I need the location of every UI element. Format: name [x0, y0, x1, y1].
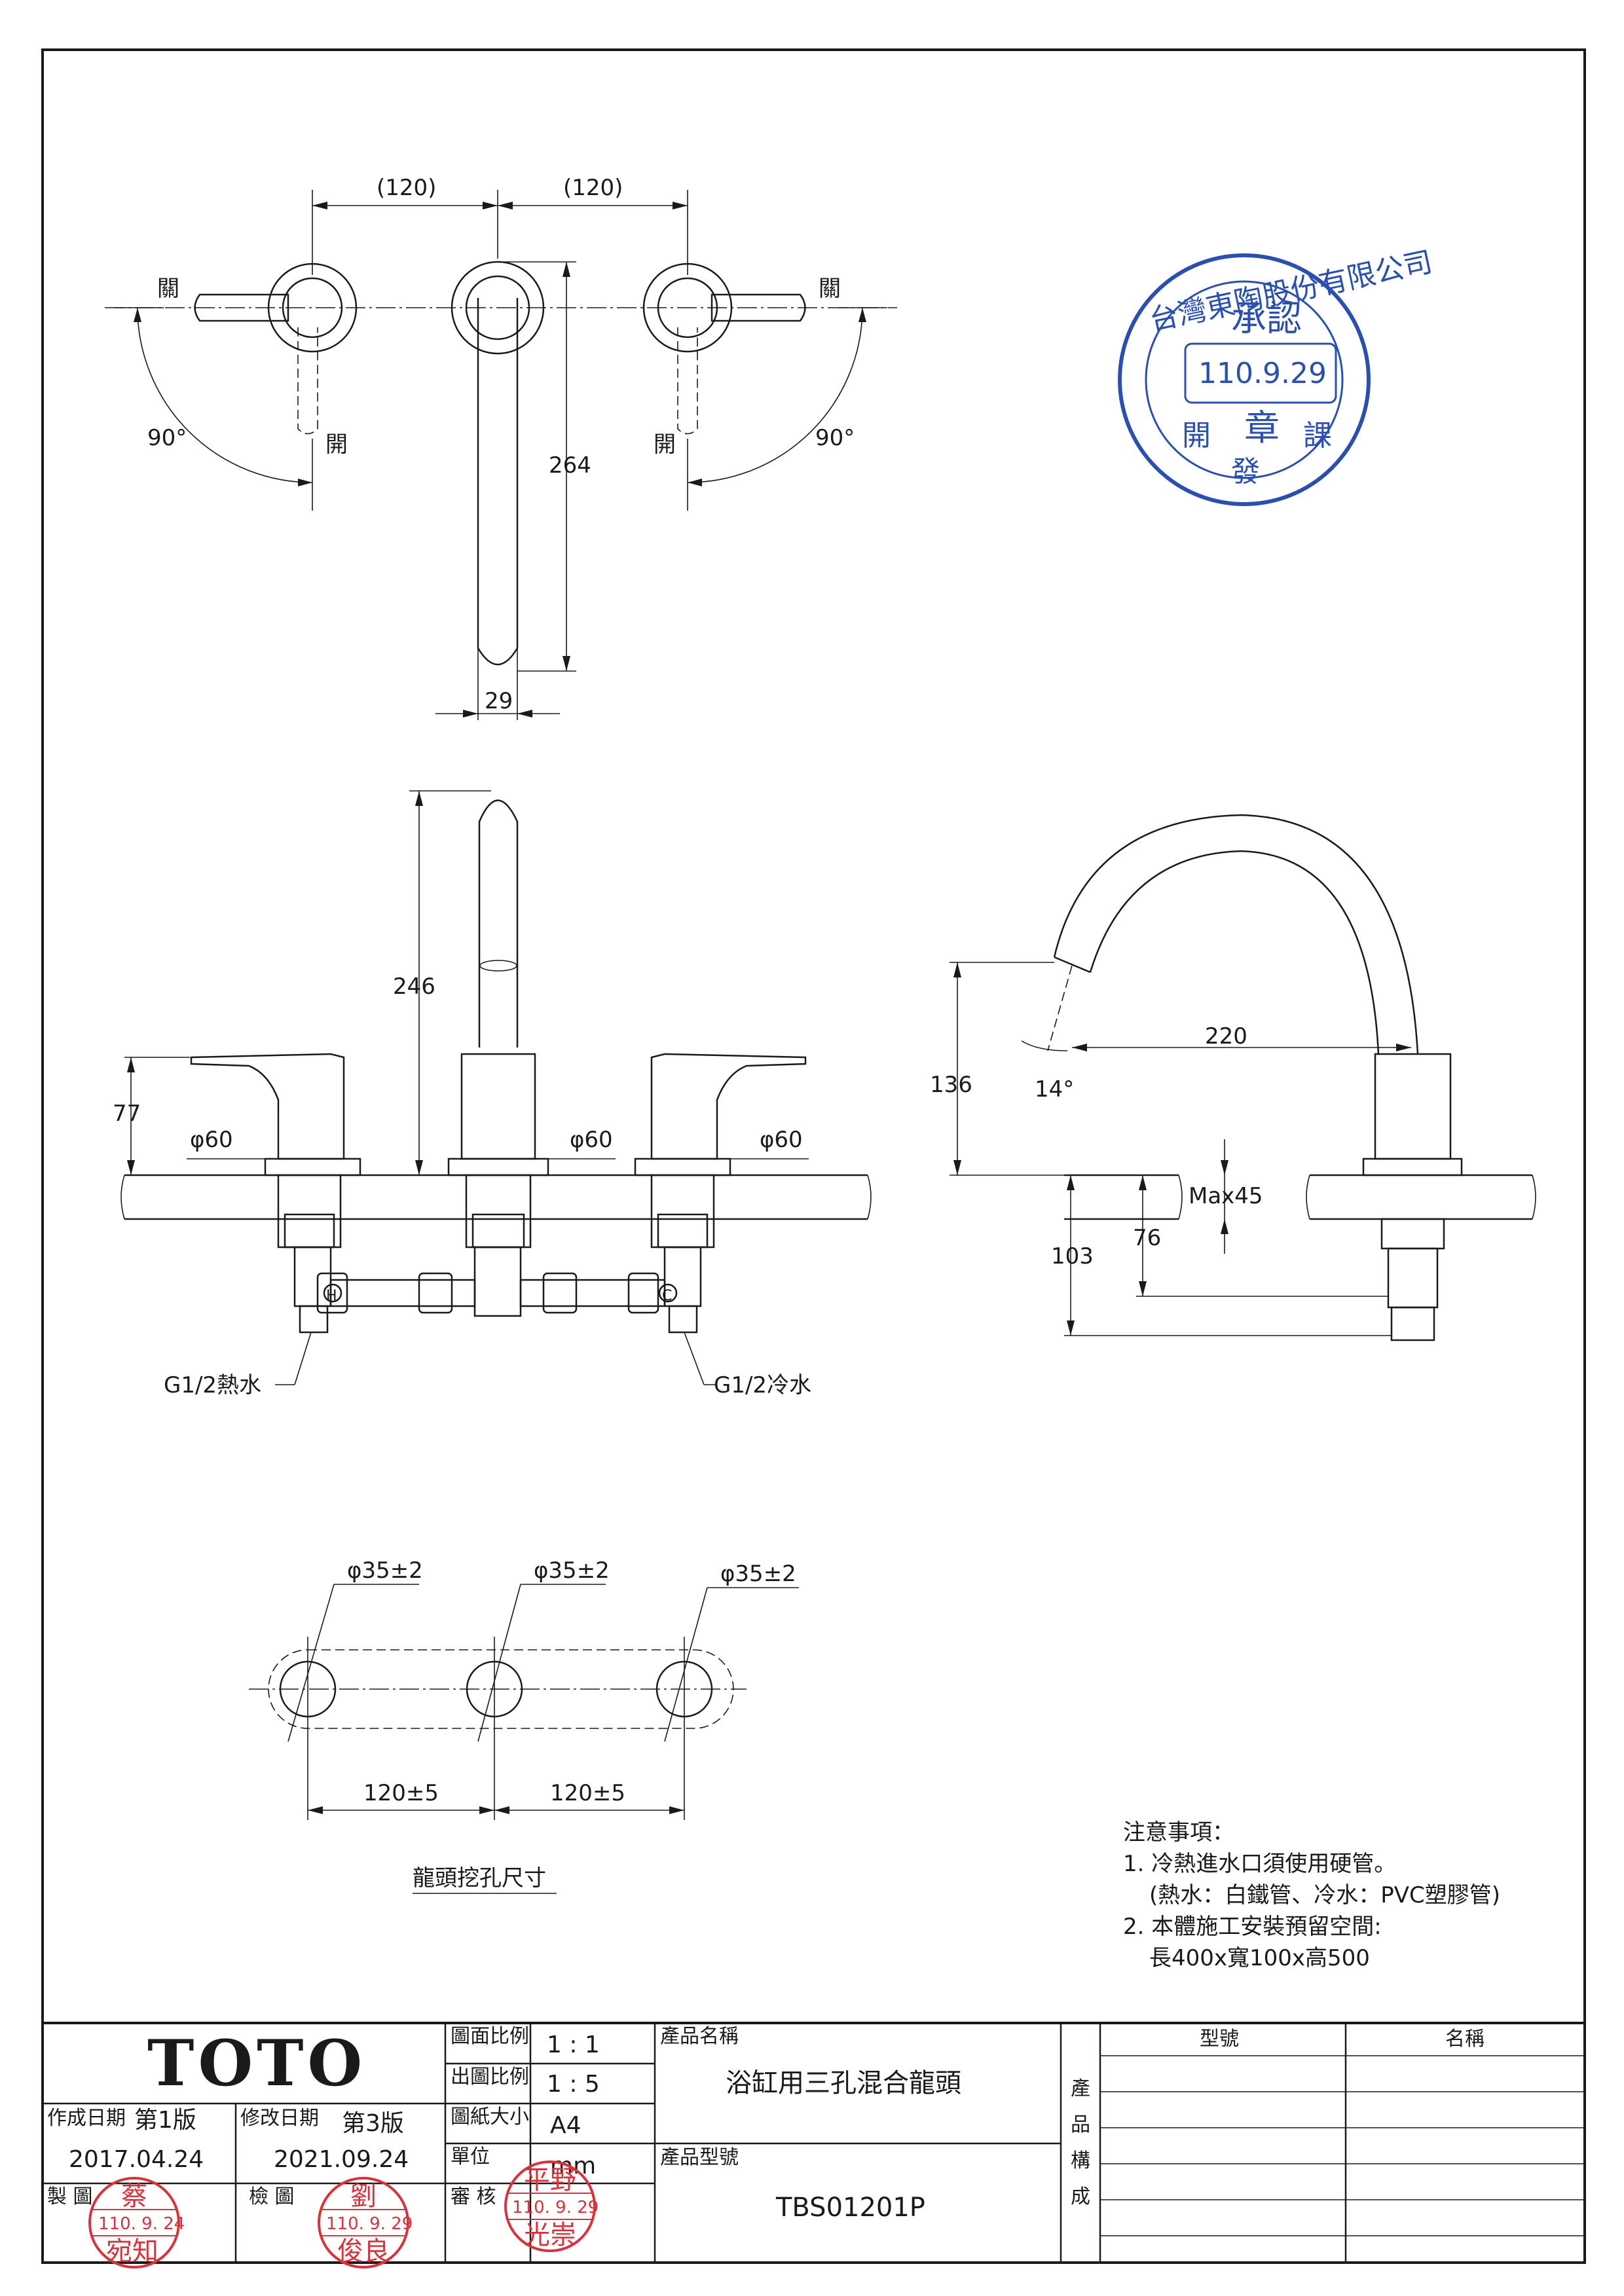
stamp-date: 110.9.29: [1198, 357, 1327, 390]
dim-hole-spacing-2: 120±5: [550, 1780, 625, 1806]
dim-hole-dia-3: φ35±2: [720, 1561, 796, 1587]
notes-line-4: 長400x寬100x高500: [1149, 1945, 1370, 1971]
dim-spout-height-front: 246: [393, 974, 435, 1000]
label-close-left: 關: [157, 276, 179, 302]
paper-label: 圖紙大小: [451, 2105, 529, 2128]
dim-top-left: (120): [377, 175, 436, 201]
dim-hole-dia-1: φ35±2: [347, 1558, 423, 1584]
seal-drawn-bottom: 宛知: [106, 2236, 158, 2267]
sheet-border: [41, 48, 1586, 2264]
seal-checked: 劉 110. 9. 29 俊良: [318, 2177, 413, 2269]
modified-label: 修改日期: [240, 2107, 319, 2130]
created-label: 作成日期: [47, 2107, 126, 2130]
dim-angle-left: 90°: [147, 425, 187, 451]
drawn-label: 製 圖: [47, 2185, 93, 2208]
seal-drawn-date: 110. 9. 24: [98, 2214, 185, 2234]
notes-line-2: (熱水：白鐵管、冷水：PVC塑膠管): [1149, 1882, 1500, 1908]
dim-handle-height: 77: [113, 1101, 141, 1127]
checked-label: 檢 圖: [249, 2185, 295, 2208]
output-scale-value: 1 : 5: [547, 2071, 600, 2098]
label-hot-inlet: G1/2熱水: [164, 1372, 261, 1398]
stamp-dept-left: 開: [1182, 419, 1211, 452]
seal-drawn-top: 蔡: [121, 2181, 147, 2212]
notes-line-3: 2. 本體施工安裝預留空間:: [1123, 1914, 1382, 1940]
seal-checked-date: 110. 9. 29: [326, 2214, 413, 2234]
model-column-header: 型號: [1200, 2028, 1239, 2050]
modified-version: 第3版: [342, 2110, 404, 2137]
dim-dia-right: φ60: [760, 1127, 803, 1153]
seal-checked-top: 劉: [350, 2181, 377, 2212]
dim-dia-left: φ60: [190, 1127, 233, 1153]
seal-review-date: 110. 9. 29: [512, 2198, 599, 2217]
dim-below-103: 103: [1051, 1243, 1094, 1269]
seal-review: 平野 110. 9. 29 光崇: [504, 2160, 599, 2252]
unit-value: mm: [550, 2153, 596, 2179]
hot-mark: H: [326, 1288, 337, 1304]
seal-checked-bottom: 俊良: [337, 2236, 390, 2267]
dim-spout-height-top: 264: [549, 452, 591, 479]
side-view: 220 136 14° Max45 76 103: [930, 814, 1536, 1341]
label-cold-inlet: G1/2冷水: [714, 1372, 811, 1398]
dim-spout-base-height: 136: [930, 1072, 972, 1098]
notes-line-1: 1. 冷熱進水口須使用硬管。: [1123, 1851, 1396, 1877]
dim-dia-center: φ60: [570, 1127, 613, 1153]
output-scale-label: 出圖比例: [451, 2066, 529, 2088]
seal-review-bottom: 光崇: [524, 2220, 576, 2250]
review-label: 審 核: [451, 2185, 496, 2208]
top-view: (120) (120) 關 開 90° 264 29: [105, 175, 897, 720]
dim-max-thickness: Max45: [1189, 1183, 1263, 1209]
scale-label: 圖面比例: [451, 2025, 529, 2048]
front-view: 246 77 φ60 φ60 φ60: [113, 790, 872, 1398]
title-block: TOTO 作成日期 第1版 2017.04.24 修改日期 第3版 2021.0…: [43, 2022, 1585, 2269]
stamp-seal: 章: [1244, 407, 1280, 448]
composition-label-1: 產: [1071, 2077, 1090, 2100]
hole-layout: φ35±2 φ35±2 φ35±2 120±5 120±5 龍頭挖孔尺寸: [249, 1558, 799, 1894]
dim-below-76: 76: [1133, 1225, 1161, 1251]
scale-value: 1 : 1: [547, 2032, 600, 2058]
toto-logo: TOTO: [147, 2026, 366, 2100]
seal-review-top: 平野: [524, 2165, 576, 2195]
seal-drawn: 蔡 110. 9. 24 宛知: [88, 2177, 185, 2269]
notes: 注意事項： 1. 冷熱進水口須使用硬管。 (熱水：白鐵管、冷水：PVC塑膠管) …: [1123, 1819, 1500, 1971]
dim-hole-dia-2: φ35±2: [534, 1558, 610, 1584]
product-model: TBS01201P: [775, 2193, 925, 2223]
created-version: 第1版: [134, 2107, 196, 2134]
paper-value: A4: [550, 2112, 581, 2139]
dim-spout-reach: 220: [1205, 1023, 1247, 1049]
stamp-dept-right: 課: [1303, 419, 1332, 452]
stamp-dept-bottom: 發: [1231, 455, 1260, 488]
product-name: 浴缸用三孔混合龍頭: [726, 2068, 961, 2098]
product-model-label: 產品型號: [660, 2146, 739, 2169]
stamp-approve: 承認: [1231, 298, 1302, 339]
dim-spout-angle: 14°: [1035, 1076, 1074, 1102]
hole-layout-title: 龍頭挖孔尺寸: [413, 1865, 546, 1891]
dim-top-right: (120): [563, 175, 623, 201]
dim-hole-spacing-1: 120±5: [363, 1780, 439, 1806]
label-open-right: 開: [654, 431, 676, 458]
name-column-header: 名稱: [1445, 2028, 1485, 2050]
cold-mark: C: [662, 1288, 672, 1304]
created-date: 2017.04.24: [69, 2146, 204, 2173]
unit-label: 單位: [451, 2145, 490, 2168]
notes-title: 注意事項：: [1123, 1819, 1234, 1846]
label-close-right: 關: [819, 276, 841, 302]
product-name-label: 產品名稱: [660, 2025, 739, 2048]
composition-label-4: 成: [1071, 2185, 1090, 2208]
modified-date: 2021.09.24: [274, 2146, 409, 2173]
dim-spout-width: 29: [485, 688, 513, 714]
composition-label-2: 品: [1071, 2113, 1090, 2136]
composition-label-3: 構: [1071, 2149, 1090, 2172]
dim-angle-right: 90°: [815, 425, 855, 451]
label-open-left: 開: [325, 431, 348, 458]
